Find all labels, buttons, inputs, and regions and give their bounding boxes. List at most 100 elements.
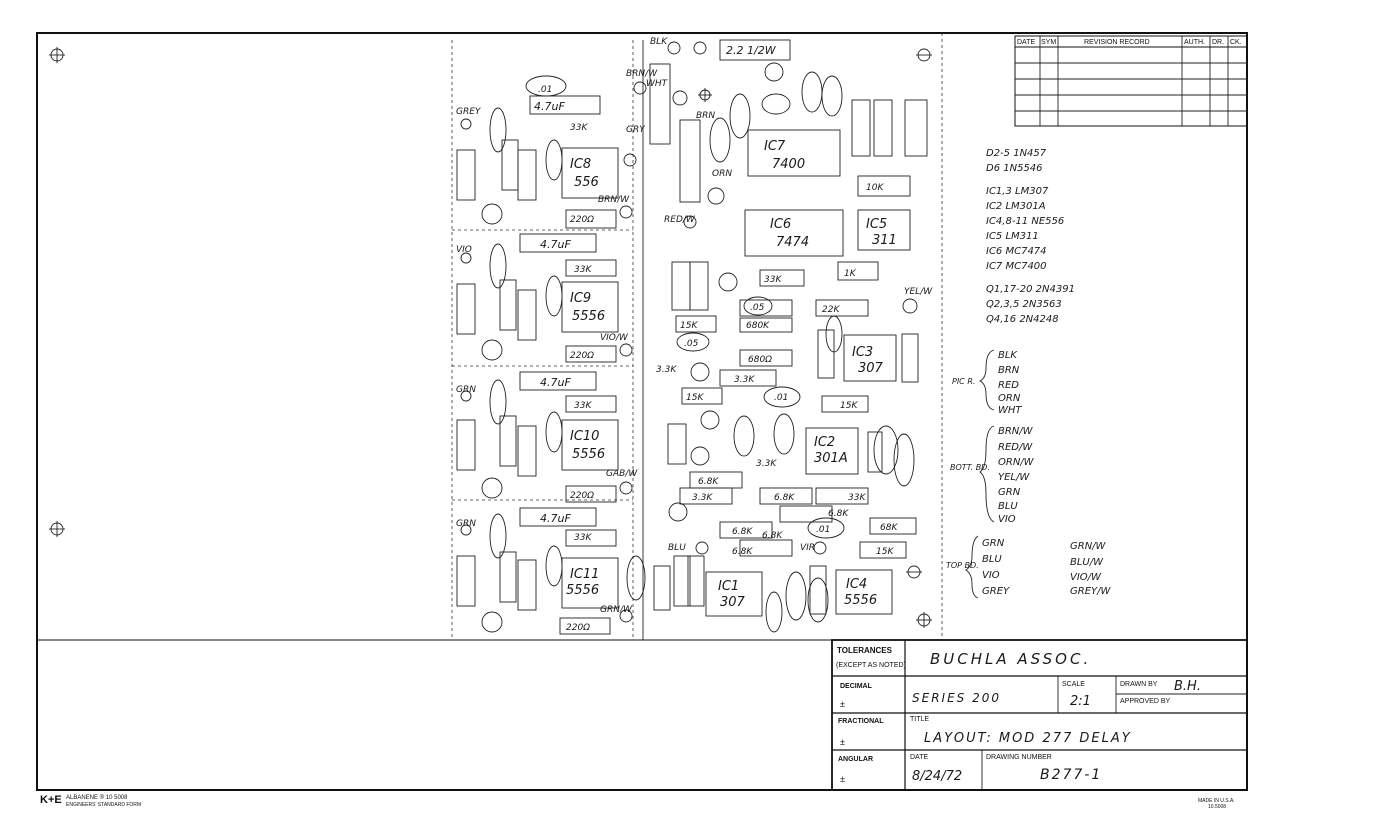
svg-text:IC9: IC9 <box>570 291 591 306</box>
svg-text:311: 311 <box>872 233 897 248</box>
svg-text:3.3K: 3.3K <box>756 459 777 469</box>
svg-text:1K: 1K <box>844 269 857 279</box>
maker-footer: K+E ALBANENE ® 10 5008 ENGINEERS' STANDA… <box>40 794 1235 810</box>
wire-item: YEL/W <box>998 472 1030 483</box>
svg-text:.01: .01 <box>816 525 830 535</box>
rev-header-ck: CK. <box>1230 39 1242 46</box>
pcb-layout <box>451 33 943 640</box>
parts-list-item: IC7 MC7400 <box>986 261 1047 272</box>
svg-text:GAB/W: GAB/W <box>606 469 638 479</box>
svg-text:7474: 7474 <box>776 235 809 250</box>
svg-text:IC8: IC8 <box>570 157 591 172</box>
svg-text:680Ω: 680Ω <box>748 355 772 365</box>
wire-group-label: TOP BD. <box>946 561 979 570</box>
wire-item: BLU/W <box>1070 557 1104 568</box>
svg-text:IC11: IC11 <box>570 567 599 582</box>
approved-by-label: APPROVED BY <box>1120 698 1171 705</box>
svg-text:15K: 15K <box>876 547 894 557</box>
wire-item: GRN <box>998 487 1021 498</box>
parts-list-item: D6 1N5546 <box>986 163 1043 174</box>
svg-text:307: 307 <box>720 595 746 610</box>
wire-item: ORN/W <box>998 457 1035 468</box>
svg-text:4.7uF: 4.7uF <box>540 512 571 525</box>
drawn-by-value: B.H. <box>1174 679 1201 694</box>
svg-text:3.3K: 3.3K <box>656 365 677 375</box>
svg-text:GRN: GRN <box>456 519 476 529</box>
drawn-by-label: DRAWN BY <box>1120 681 1158 688</box>
svg-text:5556: 5556 <box>844 593 877 608</box>
wire-item: GRN <box>982 538 1005 549</box>
svg-text:4.7uF: 4.7uF <box>540 238 571 251</box>
parts-list-item: IC6 MC7474 <box>986 246 1047 257</box>
svg-text:33K: 33K <box>848 493 866 503</box>
wire-item: ORN <box>998 393 1021 404</box>
svg-text:IC3: IC3 <box>852 345 873 360</box>
rev-header-auth: AUTH. <box>1184 39 1205 46</box>
wire-item: GREY <box>982 586 1010 597</box>
wire-item: VIO <box>982 570 1000 581</box>
drawing-number-label: DRAWING NUMBER <box>986 754 1052 761</box>
angular-label: ANGULAR <box>838 756 873 763</box>
svg-text:.05: .05 <box>684 339 699 349</box>
svg-text:IC10: IC10 <box>570 429 599 444</box>
svg-text:10K: 10K <box>866 183 884 193</box>
svg-text:.05: .05 <box>750 303 765 313</box>
scale-value: 2:1 <box>1070 694 1091 709</box>
svg-text:.01: .01 <box>774 393 788 403</box>
rev-header-sym: SYM <box>1041 39 1056 46</box>
board-component-labels: BLK 2.2 1/2W WHT BRN/W GREY GRY BRN ORN … <box>456 37 933 633</box>
svg-text:220Ω: 220Ω <box>566 623 590 633</box>
wire-group-label: BOTT. BD. <box>950 463 990 472</box>
svg-text:15K: 15K <box>840 401 858 411</box>
svg-text:GRY: GRY <box>626 125 646 135</box>
svg-text:WHT: WHT <box>646 79 669 89</box>
title-value: LAYOUT: MOD 277 DELAY <box>924 731 1132 746</box>
parts-list-item: IC4,8-11 NE556 <box>986 216 1064 227</box>
parts-list-item: IC5 LM311 <box>986 231 1039 242</box>
svg-text:IC2: IC2 <box>814 435 835 450</box>
svg-text:15K: 15K <box>680 321 698 331</box>
svg-text:VIO: VIO <box>456 245 472 255</box>
except-as-noted-label: (EXCEPT AS NOTED) <box>836 662 906 669</box>
svg-text:BRN/W: BRN/W <box>626 69 658 79</box>
svg-text:IC6: IC6 <box>770 217 791 232</box>
svg-text:VIO/W: VIO/W <box>600 333 629 343</box>
svg-text:YEL/W: YEL/W <box>904 287 933 297</box>
svg-text:2.2 1/2W: 2.2 1/2W <box>726 44 777 57</box>
svg-text:IC1: IC1 <box>718 579 739 594</box>
date-label: DATE <box>910 754 928 761</box>
parts-list-item: Q1,17-20 2N4391 <box>986 284 1075 295</box>
date-value: 8/24/72 <box>912 769 962 784</box>
svg-text:33K: 33K <box>574 265 592 275</box>
svg-text:6.8K: 6.8K <box>774 493 795 503</box>
svg-text:BLU: BLU <box>668 543 686 553</box>
svg-text:5556: 5556 <box>572 447 605 462</box>
registration-marks <box>49 47 932 628</box>
svg-text:3.3K: 3.3K <box>734 375 755 385</box>
parts-list-item: IC1,3 LM307 <box>986 186 1049 197</box>
fractional-pm: ± <box>840 737 845 747</box>
svg-text:BRN: BRN <box>696 111 715 121</box>
wire-item: BLU <box>998 501 1018 512</box>
svg-text:6.8K: 6.8K <box>698 477 719 487</box>
wire-legend: PIC R. BLK BRN RED ORN WHT BOTT. BD. BRN… <box>946 349 1111 599</box>
title-block: TOLERANCES (EXCEPT AS NOTED) DECIMAL ± F… <box>831 639 1248 791</box>
svg-text:220Ω: 220Ω <box>570 215 594 225</box>
svg-text:33K: 33K <box>764 275 782 285</box>
wire-group-label: PIC R. <box>952 377 975 386</box>
svg-text:6.8K: 6.8K <box>828 509 849 519</box>
svg-text:5556: 5556 <box>572 309 605 324</box>
maker-text-1: ALBANENE ® 10 5008 <box>66 794 128 801</box>
drawing-number-value: B277-1 <box>1040 767 1102 783</box>
tolerances-label: TOLERANCES <box>837 646 893 655</box>
wire-item: VIO <box>998 514 1016 525</box>
svg-text:15K: 15K <box>686 393 704 403</box>
title-label: TITLE <box>910 716 929 723</box>
svg-text:4.7uF: 4.7uF <box>540 376 571 389</box>
svg-text:BLK: BLK <box>650 37 668 47</box>
wire-item: BLK <box>998 350 1018 361</box>
wire-item: RED <box>998 380 1019 391</box>
parts-list-item: Q4,16 2N4248 <box>986 314 1059 325</box>
